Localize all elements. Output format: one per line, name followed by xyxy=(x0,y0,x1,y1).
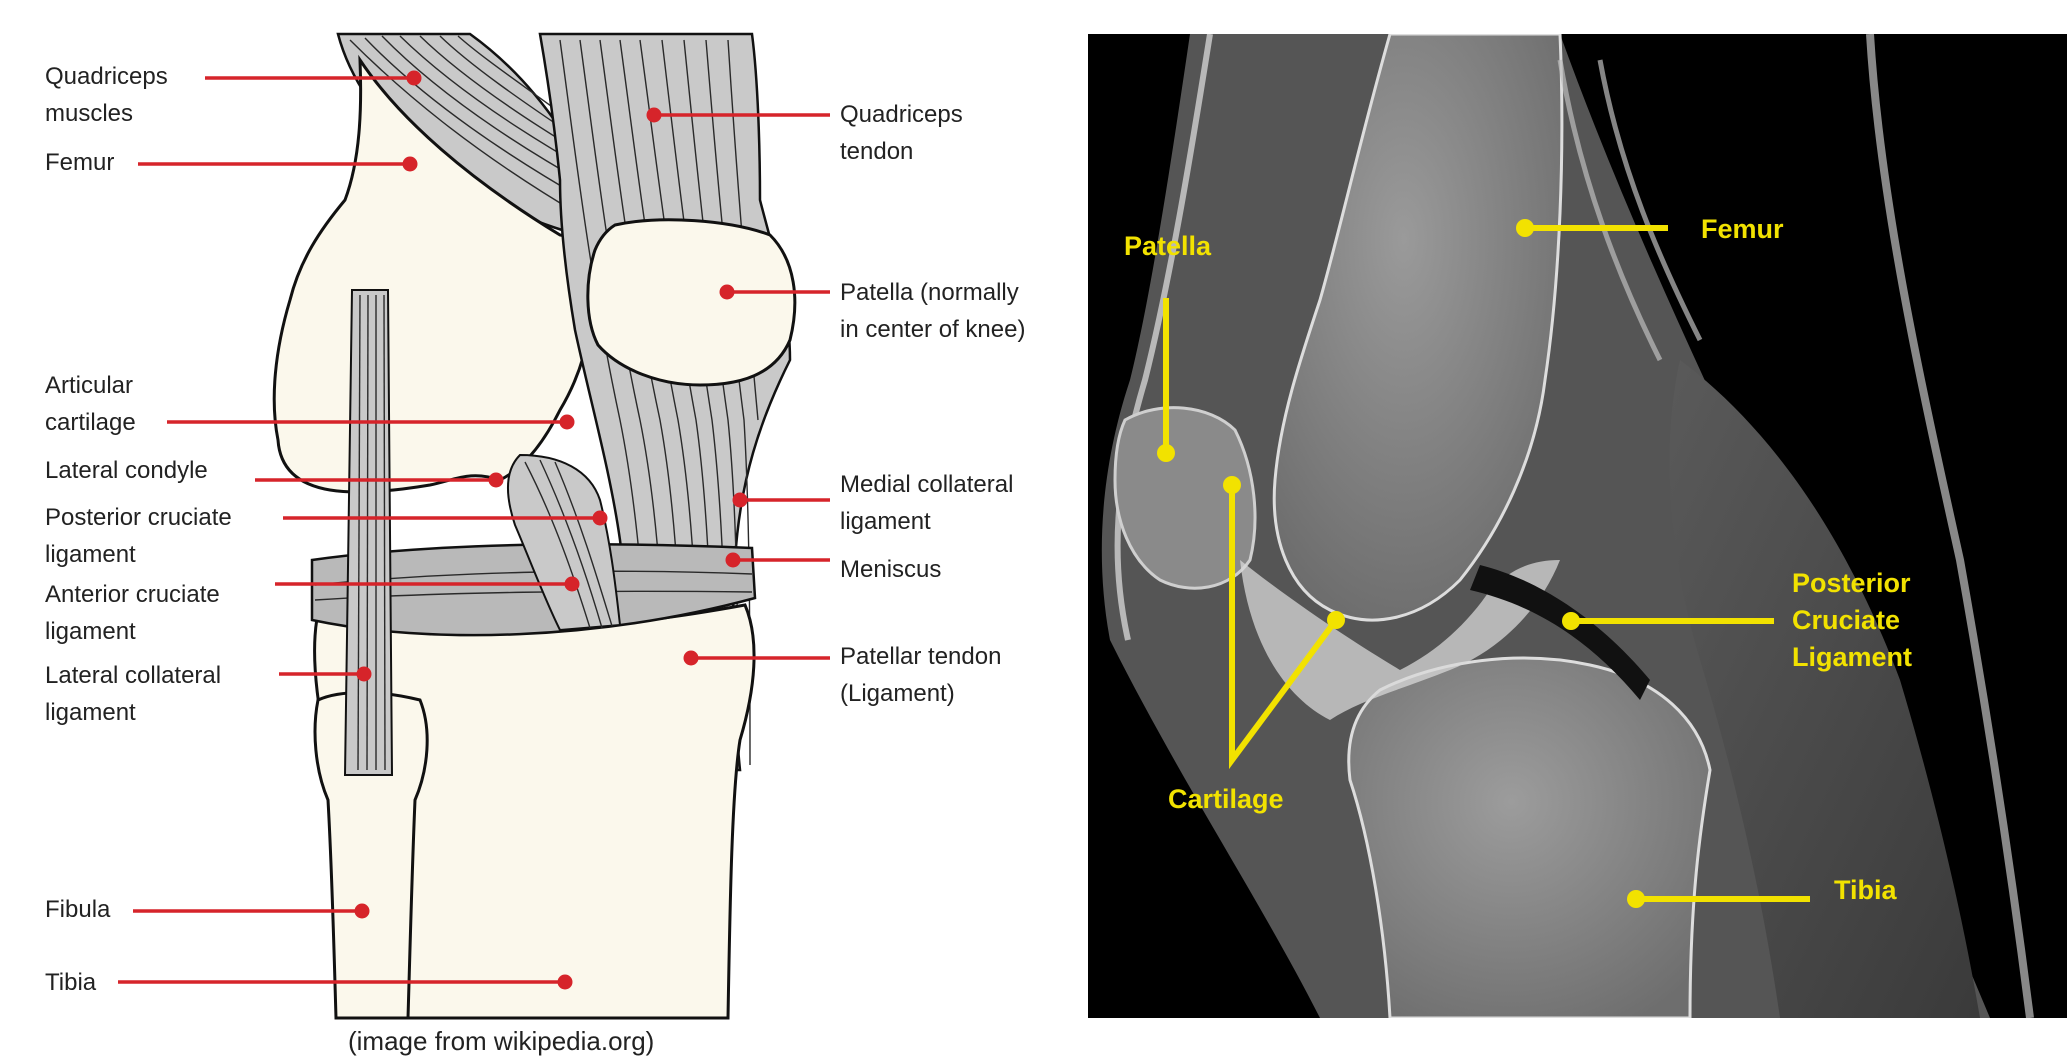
diagram-femur-label-line: Femur xyxy=(45,149,114,176)
right-meniscus-pointer-dot xyxy=(726,553,741,568)
patella-shape xyxy=(588,220,795,385)
diagram-quadriceps-tendon-label-line: Quadriceps xyxy=(840,101,963,128)
diagram-articular-cartilage-label: Articular cartilage xyxy=(45,372,136,436)
mri-femur-pointer-dot xyxy=(1516,219,1534,237)
right-quadriceps-tendon-pointer-dot xyxy=(647,108,662,123)
mri-posterior-cruciate-ligament-label-line: Posterior xyxy=(1792,568,1911,598)
diagram-lateral-collateral-ligament-label: Lateral collateral ligament xyxy=(45,662,221,726)
diagram-anterior-cruciate-ligament-label-line: Anterior cruciate xyxy=(45,581,220,608)
diagram-meniscus-label-line: Meniscus xyxy=(840,556,941,583)
mri-cartilage-pointer-dot xyxy=(1223,476,1241,494)
diagram-patellar-tendon-label: Patellar tendon (Ligament) xyxy=(840,643,1001,707)
mri-cartilage-pointer-dot xyxy=(1327,611,1345,629)
mri-femur-label-line: Femur xyxy=(1701,214,1784,244)
left-femur-pointer-dot xyxy=(403,157,418,172)
diagram-quadriceps-tendon-label: Quadriceps tendon xyxy=(840,101,963,165)
mri-cartilage-label: Cartilage xyxy=(1168,784,1284,814)
diagram-medial-collateral-ligament-label-line: Medial collateral xyxy=(840,471,1013,498)
diagram-lateral-condyle-label-line: Lateral condyle xyxy=(45,457,208,484)
left-quadriceps-muscles-pointer-dot xyxy=(407,71,422,86)
left-lateral-collateral-ligament-pointer-dot xyxy=(357,667,372,682)
diagram-articular-cartilage-label-line: cartilage xyxy=(45,409,136,436)
mri-patella-label-line: Patella xyxy=(1124,231,1212,261)
left-lateral-condyle-pointer-dot xyxy=(489,473,504,488)
right-patella-pointer-dot xyxy=(720,285,735,300)
mri-cartilage-label-line: Cartilage xyxy=(1168,784,1284,814)
left-posterior-cruciate-ligament-pointer-dot xyxy=(593,511,608,526)
diagram-tibia-label: Tibia xyxy=(45,969,97,996)
right-patellar-tendon-pointer-dot xyxy=(684,651,699,666)
diagram-fibula-label: Fibula xyxy=(45,896,111,923)
diagram-meniscus-label: Meniscus xyxy=(840,556,941,583)
diagram-patella-label-line: Patella (normally xyxy=(840,279,1019,306)
mri-posterior-cruciate-ligament-label-line: Cruciate xyxy=(1792,605,1900,635)
diagram-anterior-cruciate-ligament-label: Anterior cruciate ligament xyxy=(45,581,220,645)
diagram-patella-label-line: in center of knee) xyxy=(840,316,1025,343)
mri-posterior-cruciate-ligament-pointer-dot xyxy=(1562,612,1580,630)
diagram-lateral-collateral-ligament-label-line: Lateral collateral xyxy=(45,662,221,689)
image-credit: (image from wikipedia.org) xyxy=(348,1026,654,1056)
mri-tibia-label: Tibia xyxy=(1834,875,1898,905)
diagram-patellar-tendon-label-line: Patellar tendon xyxy=(840,643,1001,670)
diagram-medial-collateral-ligament-label-line: ligament xyxy=(840,508,931,535)
diagram-posterior-cruciate-ligament-label-line: Posterior cruciate xyxy=(45,504,232,531)
diagram-posterior-cruciate-ligament-label-line: ligament xyxy=(45,541,136,568)
diagram-quadriceps-tendon-label-line: tendon xyxy=(840,138,913,165)
mri-tibia-pointer-dot xyxy=(1627,890,1645,908)
diagram-quadriceps-muscles-label-line: Quadriceps xyxy=(45,63,168,90)
mri-patella-pointer-dot xyxy=(1157,444,1175,462)
right-medial-collateral-ligament-pointer-dot xyxy=(733,493,748,508)
mri-tibia-label-line: Tibia xyxy=(1834,875,1898,905)
diagram-medial-collateral-ligament-label: Medial collateral ligament xyxy=(840,471,1013,535)
diagram-lateral-collateral-ligament-label-line: ligament xyxy=(45,699,136,726)
knee-illustration xyxy=(274,34,795,1018)
diagram-quadriceps-muscles-label: Quadriceps muscles xyxy=(45,63,168,127)
diagram-patella-label: Patella (normally in center of knee) xyxy=(840,279,1025,343)
diagram-articular-cartilage-label-line: Articular xyxy=(45,372,133,399)
mri-femur-label: Femur xyxy=(1701,214,1784,244)
mri-posterior-cruciate-ligament-label-line: Ligament xyxy=(1792,642,1912,672)
diagram-fibula-label-line: Fibula xyxy=(45,896,111,923)
diagram-quadriceps-muscles-label-line: muscles xyxy=(45,100,133,127)
diagram-patellar-tendon-label-line: (Ligament) xyxy=(840,680,955,707)
diagram-tibia-label-line: Tibia xyxy=(45,969,97,996)
left-anterior-cruciate-ligament-pointer-dot xyxy=(565,577,580,592)
left-fibula-pointer-dot xyxy=(355,904,370,919)
mri-tibia xyxy=(1349,658,1710,1018)
diagram-femur-label: Femur xyxy=(45,149,114,176)
left-articular-cartilage-pointer-dot xyxy=(560,415,575,430)
mri-patella-label: Patella xyxy=(1124,231,1212,261)
diagram-lateral-condyle-label: Lateral condyle xyxy=(45,457,208,484)
diagram-anterior-cruciate-ligament-label-line: ligament xyxy=(45,618,136,645)
left-tibia-pointer-dot xyxy=(558,975,573,990)
diagram-posterior-cruciate-ligament-label: Posterior cruciate ligament xyxy=(45,504,232,568)
